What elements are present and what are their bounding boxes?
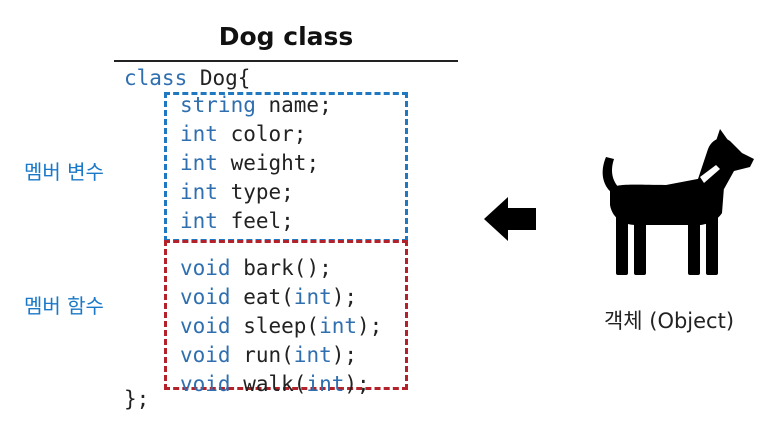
variable-line: int color; (180, 120, 332, 149)
function-end: ); (331, 343, 358, 367)
function-param: int (293, 285, 332, 309)
variable-name: weight; (217, 151, 320, 175)
function-line: void walk(int); (180, 370, 382, 399)
member-functions-box (164, 240, 408, 390)
function-line: void sleep(int); (180, 312, 382, 341)
class-header: class Dog{ (124, 64, 250, 93)
function-name: sleep( (230, 314, 320, 338)
diagram-title: Dog class (218, 22, 354, 51)
function-param: int (306, 372, 345, 396)
class-closing-brace: }; (124, 387, 150, 411)
member-variables-code: string name;int color;int weight;int typ… (180, 91, 332, 236)
variable-type: int (180, 122, 218, 146)
title-underline (114, 60, 458, 62)
function-param: int (319, 314, 358, 338)
function-line: void bark(); (180, 254, 382, 283)
function-name: eat( (230, 285, 294, 309)
variable-name: feel; (217, 209, 294, 233)
variable-type: int (180, 209, 218, 233)
function-return-type: void (180, 256, 231, 280)
variable-name: color; (217, 122, 307, 146)
function-name: bark( (230, 256, 307, 280)
dog-icon (602, 129, 754, 275)
function-end: ); (331, 285, 358, 309)
variable-type: string (180, 93, 256, 117)
variable-type: int (180, 180, 218, 204)
function-return-type: void (180, 314, 231, 338)
variable-name: name; (255, 93, 332, 117)
variable-line: int feel; (180, 207, 332, 236)
function-name: run( (230, 343, 294, 367)
function-return-type: void (180, 343, 231, 367)
arrow-left-icon (484, 197, 536, 241)
function-line: void eat(int); (180, 283, 382, 312)
class-name: Dog{ (187, 66, 251, 90)
object-label: 객체 (Object) (603, 309, 735, 333)
variable-name: type; (217, 180, 294, 204)
function-end: ); (306, 256, 332, 280)
function-end: ); (344, 372, 370, 396)
function-name: walk( (230, 372, 307, 396)
function-param: int (293, 343, 332, 367)
variable-type: int (180, 151, 218, 175)
member-functions-code: void bark();void eat(int);void sleep(int… (180, 254, 382, 399)
variable-line: int weight; (180, 149, 332, 178)
function-return-type: void (180, 372, 231, 396)
function-return-type: void (180, 285, 231, 309)
member-functions-label: 멤버 함수 (24, 294, 104, 318)
variable-line: string name; (180, 91, 332, 120)
function-line: void run(int); (180, 341, 382, 370)
class-keyword: class (124, 66, 188, 90)
member-variables-label: 멤버 변수 (24, 160, 104, 184)
variable-line: int type; (180, 178, 332, 207)
function-end: ); (357, 314, 383, 338)
